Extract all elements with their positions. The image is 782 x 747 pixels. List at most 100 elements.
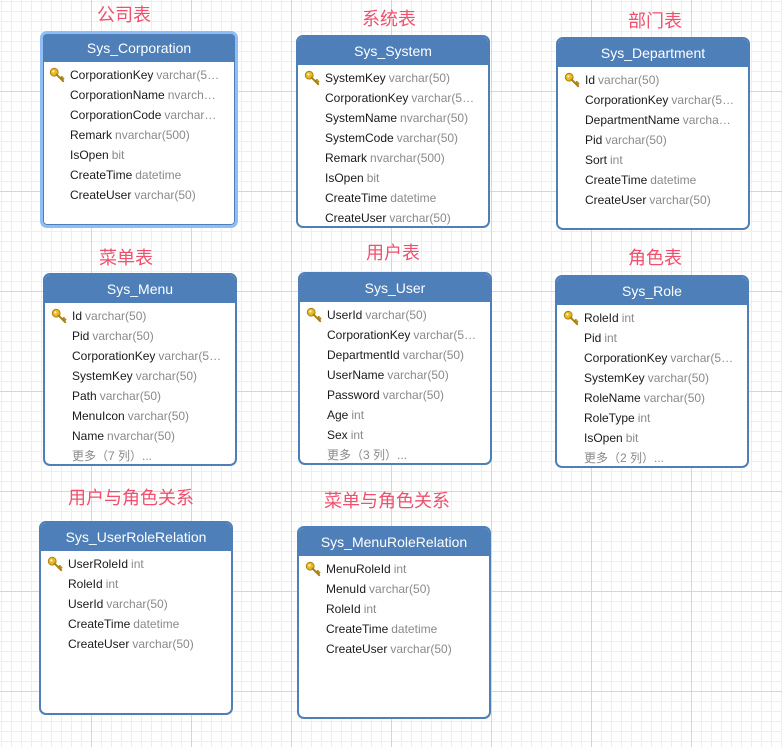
more-columns-link[interactable]: 更多（3 列）... — [327, 448, 408, 462]
column-name: CreateUser — [70, 188, 132, 202]
column-name: RoleId — [326, 602, 361, 616]
column-name: MenuId — [326, 582, 367, 596]
column-name: Remark — [325, 151, 368, 165]
column-type: varchar(50) — [389, 211, 451, 225]
caption-user-role-relation: 用户与角色关系 — [68, 488, 194, 509]
column-type: varchar(50) — [134, 188, 196, 202]
column-type: varchar(50) — [387, 368, 449, 382]
column-name: UserName — [327, 368, 385, 382]
column-type: datetime — [390, 191, 437, 205]
caption-menu: 菜单表 — [99, 248, 153, 269]
more-columns-link[interactable]: 更多（7 列）... — [72, 449, 153, 463]
column-name: UserRoleId — [68, 557, 129, 571]
column-name: Path — [72, 389, 97, 403]
key-icon — [564, 72, 580, 88]
column-name: IsOpen — [325, 171, 364, 185]
table-title: Sys_Department — [558, 39, 748, 67]
column-name: UserId — [327, 308, 363, 322]
column-type: int — [393, 562, 407, 576]
caption-role: 角色表 — [628, 248, 682, 269]
column-name: MenuIcon — [72, 409, 125, 423]
column-type: datetime — [650, 173, 697, 187]
column-type: varchar(50) — [132, 637, 194, 651]
column-name: CorporationKey — [585, 93, 669, 107]
column-type: int — [604, 331, 618, 345]
more-columns-link[interactable]: 更多（2 列）... — [584, 451, 665, 465]
column-type: varchar(50) — [598, 73, 660, 87]
column-type: varchar(50) — [402, 348, 465, 362]
column-type: int — [350, 428, 364, 442]
caption-department: 部门表 — [628, 11, 682, 32]
caption-corporation: 公司表 — [97, 5, 151, 26]
column-name: CorporationKey — [72, 349, 156, 363]
column-name: CreateUser — [326, 642, 388, 656]
column-name: CreateTime — [68, 617, 131, 631]
